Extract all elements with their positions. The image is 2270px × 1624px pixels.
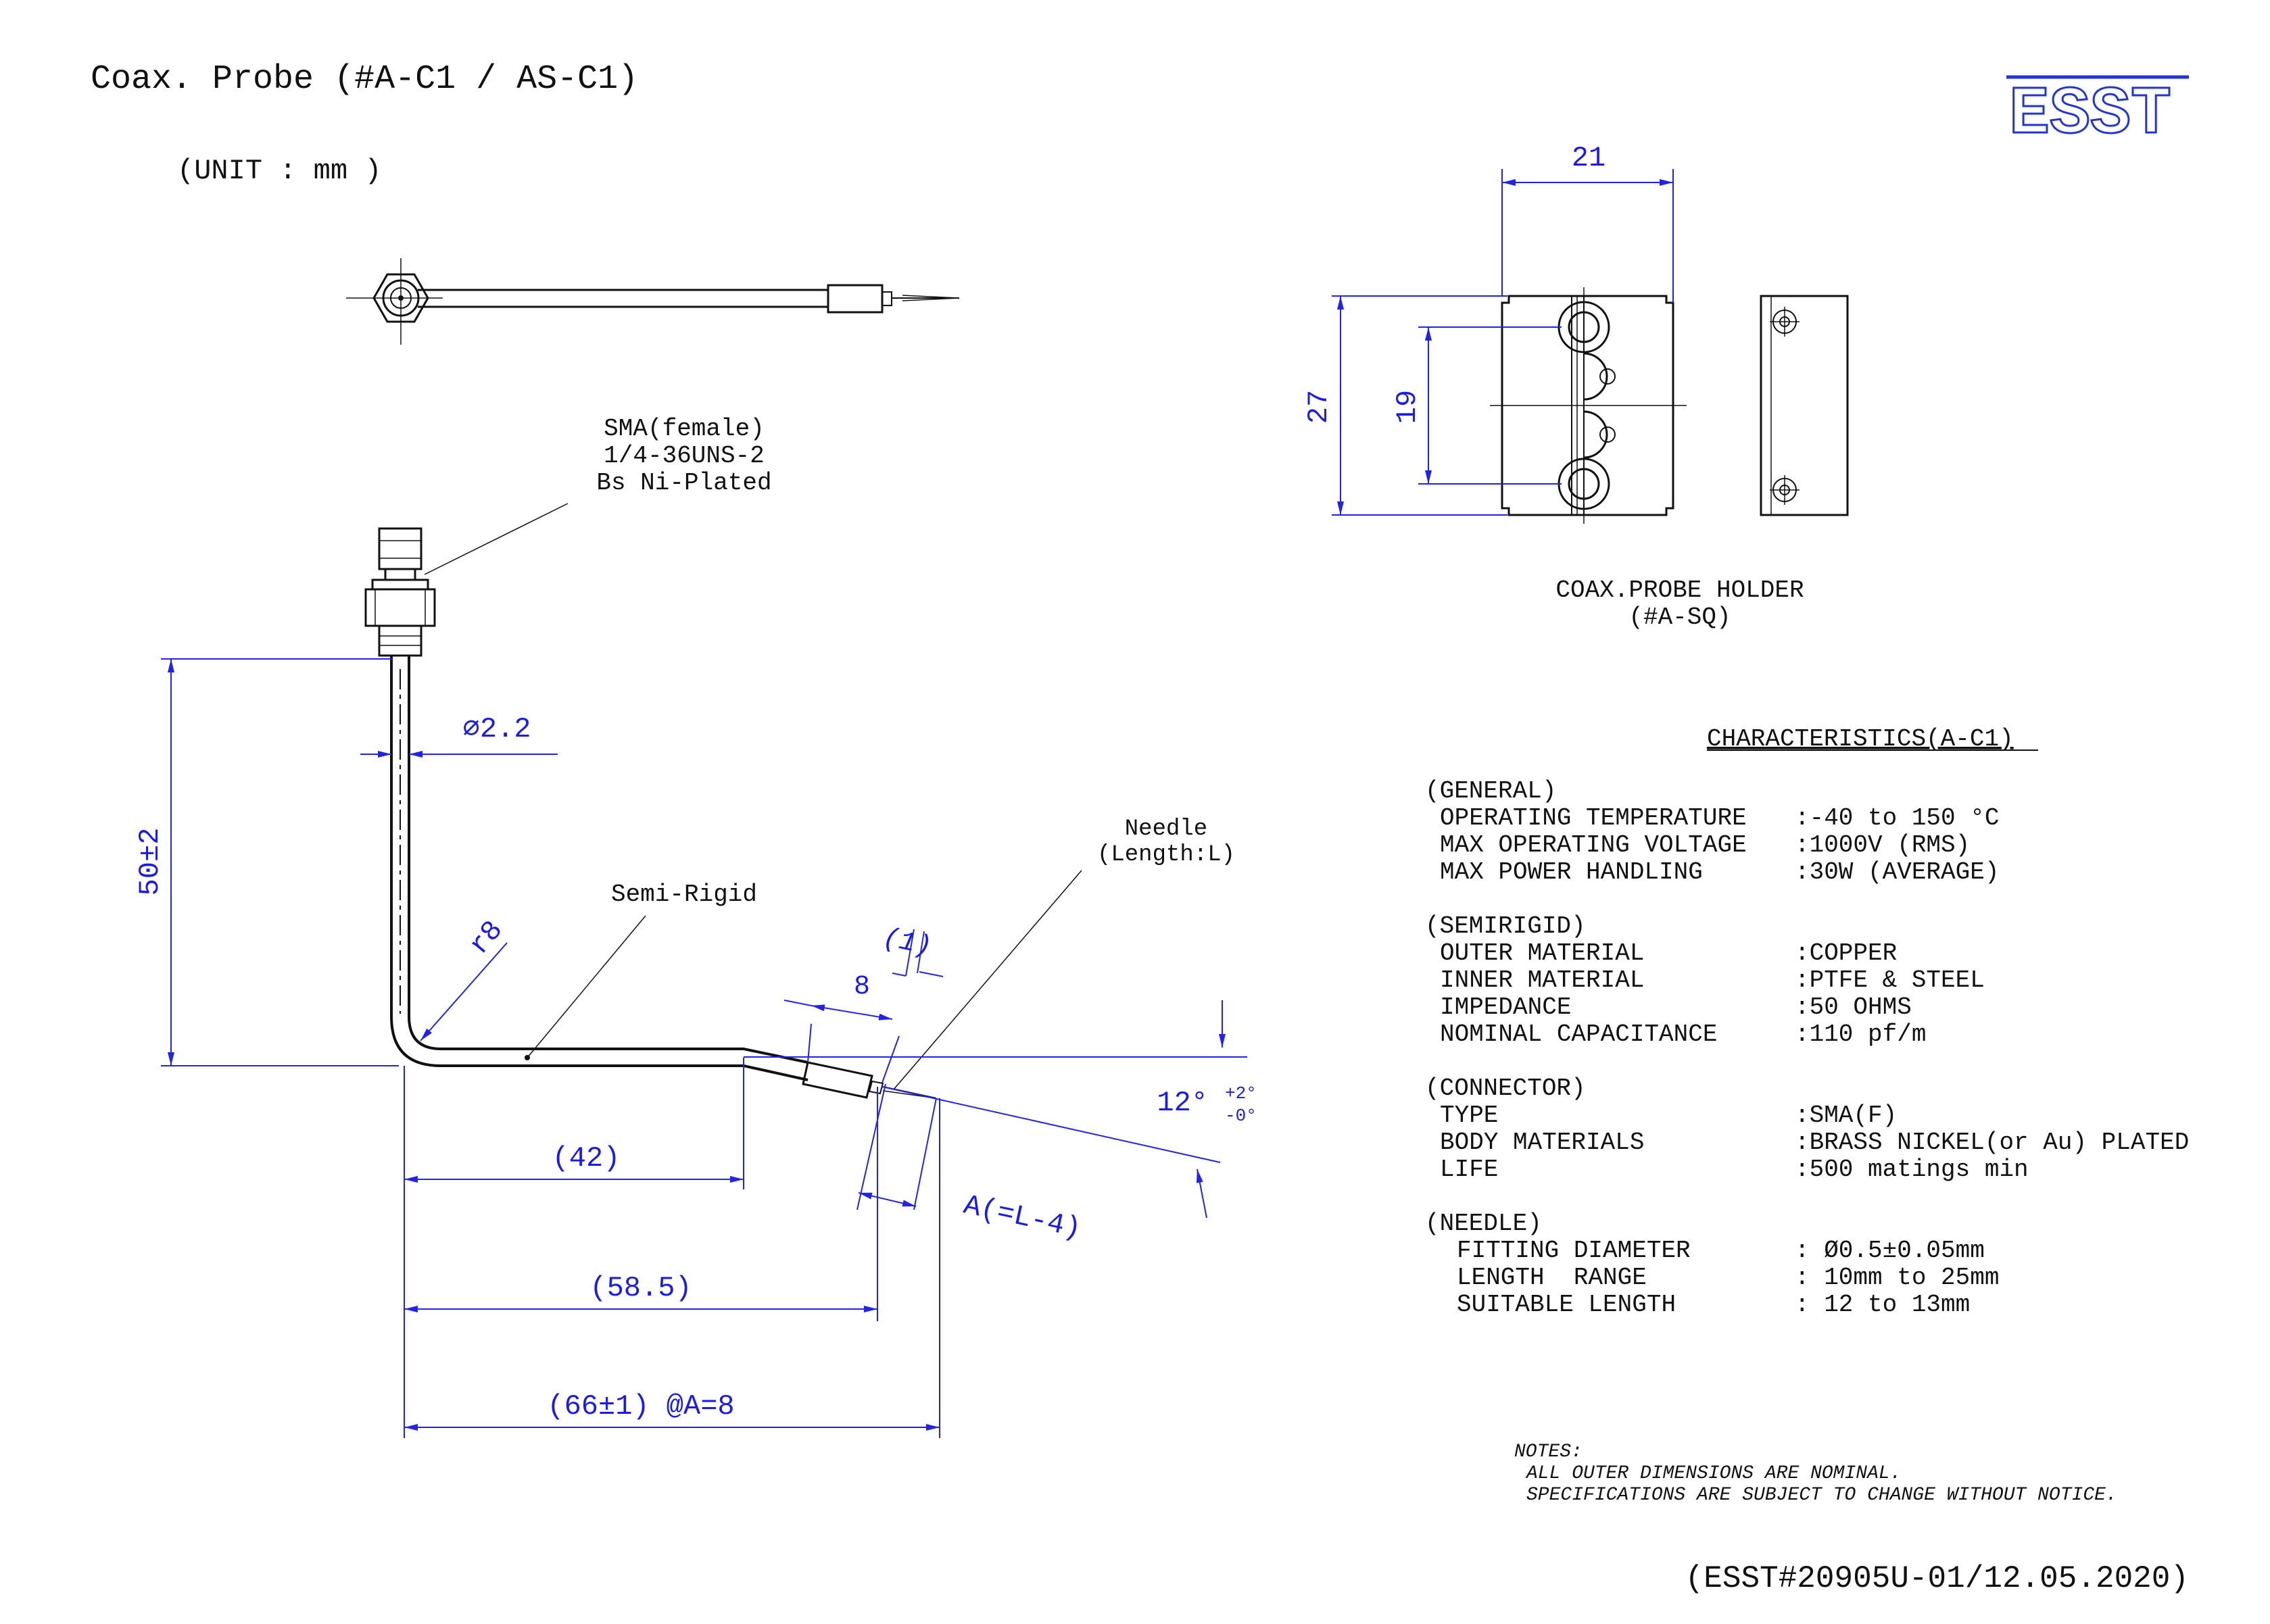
- section-header-semirigid: (SEMIRIGID): [1425, 912, 1586, 940]
- semirigid-row-2-value: :PTFE & STEEL: [1795, 966, 1985, 994]
- probe-dimensions: [161, 658, 1247, 1438]
- connector-note-line3: Bs Ni-Plated: [596, 469, 771, 497]
- semirigid-row-3-value: :50 OHMS: [1795, 993, 1912, 1021]
- notes-line-2: SPECIFICATIONS ARE SUBJECT TO CHANGE WIT…: [1526, 1485, 2117, 1506]
- semirigid-row-1-value: :COPPER: [1795, 939, 1897, 967]
- general-row-1-value: :-40 to 150 °C: [1795, 804, 1999, 832]
- needle-row-1-label: FITTING DIAMETER: [1457, 1237, 1691, 1264]
- dim-8-text: 8: [854, 972, 870, 1002]
- connector-note-line2: 1/4-36UNS-2: [604, 442, 765, 470]
- holder-caption-line2: (#A-SQ): [1628, 604, 1731, 631]
- connector-row-3-label: LIFE: [1440, 1156, 1498, 1183]
- characteristics-title: CHARACTERISTICS(A-C1): [1707, 725, 2014, 753]
- connector-row-1-label: TYPE: [1440, 1102, 1498, 1129]
- dim-angle-minus: -0°: [1225, 1106, 1257, 1126]
- dim-42-text: (42): [552, 1142, 621, 1175]
- dim-diameter-text: ⌀2.2: [463, 713, 531, 745]
- dim-angle-plus: +2°: [1225, 1083, 1257, 1104]
- section-header-general: (GENERAL): [1425, 777, 1556, 805]
- semi-rigid-leader: [527, 915, 646, 1058]
- probe-top-view: [346, 258, 960, 345]
- section-header-needle: (NEEDLE): [1425, 1210, 1542, 1237]
- needle-row-1-value: : Ø0.5±0.05mm: [1795, 1237, 1985, 1264]
- dim-radius-text: r8: [463, 914, 510, 961]
- holder-caption-line1: COAX.PROBE HOLDER: [1555, 576, 1804, 604]
- dim-58-5-text: (58.5): [589, 1272, 692, 1304]
- general-row-2-value: :1000V (RMS): [1795, 831, 1970, 859]
- semirigid-row-4-value: :110 pf/m: [1795, 1020, 1926, 1048]
- holder-front-view: [1490, 287, 1687, 524]
- connector-row-2-label: BODY MATERIALS: [1440, 1129, 1644, 1156]
- logo-text: ESST: [2009, 77, 2171, 153]
- holder-width-text: 21: [1572, 142, 1605, 174]
- drawing-title: Coax. Probe (#A-C1 / AS-C1): [91, 60, 638, 99]
- dim-angle-text: 12°: [1157, 1087, 1208, 1119]
- probe-side-view: [364, 527, 937, 1099]
- holder-hole-spacing-text: 19: [1391, 390, 1424, 424]
- section-header-connector: (CONNECTOR): [1425, 1075, 1586, 1102]
- notes-line-1: ALL OUTER DIMENSIONS ARE NOMINAL.: [1525, 1463, 1902, 1484]
- needle-leader: [893, 870, 1082, 1090]
- semirigid-row-4-label: NOMINAL CAPACITANCE: [1440, 1020, 1717, 1048]
- esst-logo: ESST: [2006, 75, 2189, 155]
- connector-leader: [424, 503, 569, 575]
- connector-note-line1: SMA(female): [604, 415, 765, 443]
- needle-label-line2: (Length:L): [1097, 842, 1235, 868]
- semirigid-row-3-label: IMPEDANCE: [1440, 993, 1571, 1021]
- needle-row-2-value: : 10mm to 25mm: [1795, 1264, 1999, 1291]
- dim-1-text: (1): [880, 923, 934, 963]
- semirigid-row-1-label: OUTER MATERIAL: [1440, 939, 1644, 967]
- document-reference: (ESST#20905U-01/12.05.2020): [1685, 1561, 2189, 1596]
- connector-row-2-value: :BRASS NICKEL(or Au) PLATED: [1795, 1129, 2189, 1156]
- needle-row-3-label: SUITABLE LENGTH: [1457, 1291, 1676, 1319]
- dim-a-formula: A(=L-4): [961, 1189, 1084, 1246]
- semi-rigid-label: Semi-Rigid: [611, 881, 757, 908]
- connector-row-3-value: :500 matings min: [1795, 1156, 2029, 1183]
- holder-dimensions: [1332, 169, 1674, 516]
- connector-row-1-value: :SMA(F): [1795, 1102, 1897, 1129]
- needle-row-3-value: : 12 to 13mm: [1795, 1291, 1970, 1319]
- general-row-3-value: :30W (AVERAGE): [1795, 858, 1999, 886]
- holder-height-text: 27: [1303, 390, 1335, 424]
- general-row-3-label: MAX POWER HANDLING: [1440, 858, 1703, 886]
- general-row-2-label: MAX OPERATING VOLTAGE: [1440, 831, 1747, 859]
- characteristics-block: CHARACTERISTICS(A-C1) (GENERAL) OPERATIN…: [1425, 725, 2189, 1319]
- holder-side-view: [1760, 295, 1849, 516]
- needle-row-2-label: LENGTH RANGE: [1457, 1264, 1647, 1291]
- needle-label-line1: Needle: [1125, 816, 1207, 842]
- dim-height-text: 50±2: [134, 828, 166, 896]
- semirigid-row-2-label: INNER MATERIAL: [1440, 966, 1644, 994]
- general-row-1-label: OPERATING TEMPERATURE: [1440, 804, 1747, 832]
- unit-label: (UNIT : mm ): [177, 155, 381, 187]
- notes-header: NOTES:: [1514, 1442, 1583, 1462]
- dim-66-text: (66±1) @A=8: [547, 1390, 734, 1423]
